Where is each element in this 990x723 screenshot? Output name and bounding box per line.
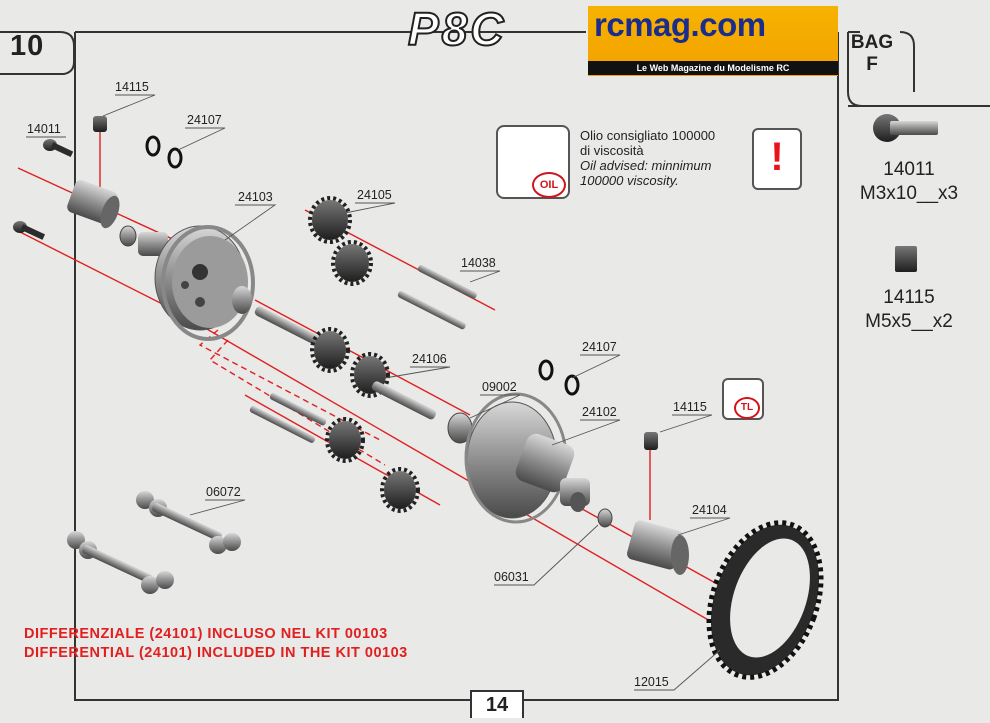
diff-case-24103 (138, 225, 255, 341)
warning-box (752, 128, 802, 190)
part-label-24106: 24106 (412, 352, 447, 366)
rcmag-tagline: Le Web Magazine du Modelisme RC (588, 61, 838, 75)
o-rings-a (145, 135, 183, 169)
grub-screw-b (644, 432, 658, 450)
leader-lines (26, 94, 731, 691)
part-label-14115: 14115 (115, 80, 149, 94)
bag-screw-icon (873, 114, 938, 142)
gear-lower-b (380, 467, 420, 513)
part-label-24102: 24102 (582, 405, 617, 419)
threadlock-badge: TL (734, 397, 760, 419)
part-label-24104: 24104 (692, 503, 727, 517)
bag-title: BAG F (850, 32, 894, 75)
pin-lower-a (269, 393, 327, 426)
bearing-left (119, 225, 137, 247)
bag-part-code: 14011 (883, 159, 935, 180)
oil-badge: OIL (532, 172, 566, 198)
screw-14011-a (43, 139, 74, 158)
bag-part-spec: M3x10__x3 (859, 183, 959, 204)
bag-part-14011: 14011 M3x10__x3 (834, 158, 984, 206)
outdrive-left (67, 180, 120, 229)
part-label-06072: 06072 (206, 485, 241, 499)
part-label-12015: 12015 (634, 675, 669, 689)
gear-24106-a (310, 327, 350, 373)
part-label-24105: 24105 (357, 188, 392, 202)
kit-note-english: DIFFERENTIAL (24101) INCLUDED IN THE KIT… (24, 645, 408, 661)
part-label-24107-b: 24107 (582, 340, 617, 354)
gear-24105-b (331, 240, 373, 286)
o-rings-b (538, 359, 580, 396)
part-label-14011: 14011 (27, 122, 61, 136)
dogbone-06072-b (67, 531, 174, 594)
part-label-14115-b: 14115 (673, 400, 707, 414)
outdrive-24104 (627, 520, 689, 575)
pin-14038-a (417, 265, 477, 299)
part-label-24103: 24103 (238, 190, 273, 204)
oil-note: Olio consigliato 100000 di viscosità Oil… (580, 128, 716, 188)
bag-part-code: 14115 (883, 287, 935, 308)
bag-part-14115: 14115 M5x5__x2 (834, 286, 984, 334)
gear-24105-a (308, 196, 352, 244)
bag-grub-icon (895, 246, 917, 272)
step-tab (0, 31, 75, 75)
brand-logo: P8C (407, 3, 507, 55)
warning-icon: ! (770, 135, 784, 179)
main-frame (74, 31, 839, 701)
dogbone-06072-a (136, 491, 241, 554)
grub-screw-a (93, 116, 107, 132)
pulley-12015 (706, 520, 824, 680)
part-label-24107: 24107 (187, 113, 222, 127)
shaft-b (371, 381, 436, 420)
washer-06031 (597, 508, 613, 528)
part-label-09002: 09002 (482, 380, 517, 394)
screw-14011-b (13, 221, 46, 240)
kit-note-italian: DIFFERENZIALE (24101) INCLUSO NEL KIT 00… (24, 626, 388, 642)
gear-lower-a (325, 417, 365, 463)
rcmag-logo-text: rcmag.com (594, 6, 766, 43)
part-label-06031: 06031 (494, 570, 529, 584)
part-label-14038: 14038 (461, 256, 496, 270)
page-number: 14 (470, 690, 524, 718)
bag-part-spec: M5x5__x2 (865, 311, 953, 332)
step-number: 10 (10, 30, 45, 62)
pin-14038-b (397, 291, 466, 330)
pin-lower-b (249, 406, 316, 443)
diff-case-24102 (464, 392, 590, 524)
